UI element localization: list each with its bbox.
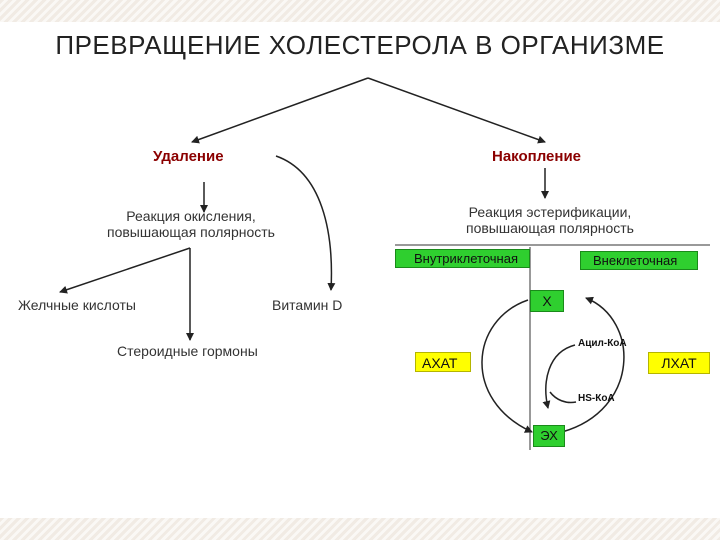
esterification-line-2: повышающая полярность — [466, 220, 634, 236]
vitamin-d-label: Витамин D — [272, 297, 343, 313]
hs-coa-branch — [549, 391, 577, 404]
intracellular-box: Внутриклеточная — [395, 249, 530, 268]
hs-coa-label: HS-КоА — [578, 393, 615, 404]
acyl-coa-arrow — [542, 344, 576, 409]
decorative-bottom-band — [0, 518, 720, 540]
arrow-to-vitamin-d — [275, 155, 336, 291]
arrow-to-removal — [191, 77, 369, 144]
page-title: ПРЕВРАЩЕНИЕ ХОЛЕСТЕРОЛА В ОРГАНИЗМЕ — [55, 30, 665, 60]
arrow-to-bile-acids — [59, 247, 191, 294]
esterification-reaction: Реакция эстерификации, повышающая полярн… — [452, 204, 648, 236]
acat-box: АХАТ — [415, 352, 471, 372]
accumulation-label: Накопление — [492, 148, 582, 165]
removal-label: Удаление — [153, 148, 224, 165]
lcat-box: ЛХАТ — [648, 352, 710, 374]
steroid-hormones-label: Стероидные гормоны — [117, 343, 258, 359]
bile-acids-label: Желчные кислоты — [18, 297, 136, 313]
acyl-coa-label: Ацил-КоА — [578, 338, 627, 349]
esterification-line-1: Реакция эстерификации, — [468, 204, 632, 220]
oxidation-line-2: повышающая полярность — [107, 224, 275, 240]
ex-box: ЭХ — [533, 425, 565, 447]
lcat-cycle-arrow — [561, 296, 625, 433]
acat-cycle-arrow — [481, 299, 533, 433]
oxidation-line-1: Реакция окисления, — [126, 208, 256, 224]
decorative-top-band — [0, 0, 720, 22]
extracellular-box: Внеклеточная — [580, 251, 698, 270]
x-box: Х — [530, 290, 564, 312]
arrow-to-accumulation — [367, 77, 546, 144]
oxidation-reaction: Реакция окисления, повышающая полярность — [96, 208, 286, 240]
